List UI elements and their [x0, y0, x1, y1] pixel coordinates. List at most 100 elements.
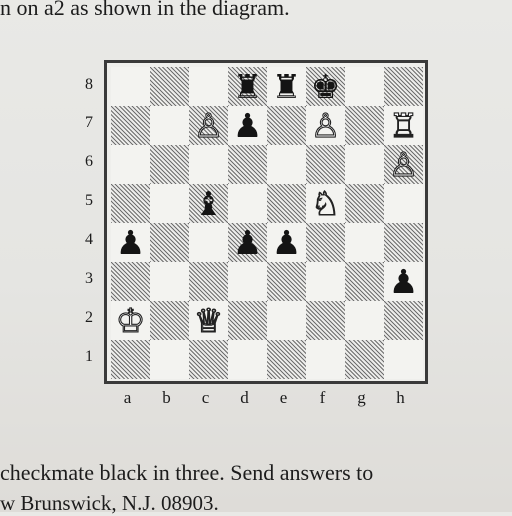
- square-f7[interactable]: ♙: [306, 106, 345, 145]
- square-e1[interactable]: [267, 340, 306, 379]
- file-label: e: [279, 388, 288, 407]
- black-pawn-icon[interactable]: ♟: [271, 223, 302, 262]
- square-b6[interactable]: [150, 145, 189, 184]
- square-g2[interactable]: [345, 301, 384, 340]
- square-b2[interactable]: [150, 301, 189, 340]
- black-rook-icon[interactable]: ♜: [271, 67, 302, 106]
- square-b1[interactable]: [150, 340, 189, 379]
- square-f3[interactable]: [306, 262, 345, 301]
- rank-labels: 8 7 6 5 4 3 2 1: [78, 60, 100, 384]
- file-label: h: [396, 388, 405, 407]
- square-g8[interactable]: [345, 67, 384, 106]
- white-rook-icon[interactable]: ♖: [388, 106, 419, 145]
- square-a6[interactable]: [111, 145, 150, 184]
- file-label: f: [319, 388, 326, 407]
- square-c3[interactable]: [189, 262, 228, 301]
- chess-board-frame: ♜♜♚♙♟♙♖♙♝♘♟♟♟♟♔♕: [104, 60, 428, 384]
- square-g1[interactable]: [345, 340, 384, 379]
- white-pawn-icon[interactable]: ♙: [388, 145, 419, 184]
- caption-top-line: n on a2 as shown in the diagram.: [0, 0, 290, 20]
- square-a5[interactable]: [111, 184, 150, 223]
- black-pawn-icon[interactable]: ♟: [232, 223, 263, 262]
- square-b7[interactable]: [150, 106, 189, 145]
- square-d5[interactable]: [228, 184, 267, 223]
- rank-label: 7: [85, 114, 93, 131]
- rank-label: 5: [85, 192, 93, 209]
- square-d3[interactable]: [228, 262, 267, 301]
- square-f2[interactable]: [306, 301, 345, 340]
- square-h2[interactable]: [384, 301, 423, 340]
- rank-label: 2: [85, 309, 93, 326]
- square-d1[interactable]: [228, 340, 267, 379]
- square-a1[interactable]: [111, 340, 150, 379]
- square-a7[interactable]: [111, 106, 150, 145]
- square-e5[interactable]: [267, 184, 306, 223]
- square-b8[interactable]: [150, 67, 189, 106]
- square-a4[interactable]: ♟: [111, 223, 150, 262]
- square-c6[interactable]: [189, 145, 228, 184]
- rank-label: 3: [85, 270, 93, 287]
- black-bishop-icon[interactable]: ♝: [193, 184, 224, 223]
- rank-label: 8: [85, 76, 93, 93]
- rank-label: 6: [85, 153, 93, 170]
- file-label: a: [123, 388, 132, 407]
- square-b5[interactable]: [150, 184, 189, 223]
- square-f4[interactable]: [306, 223, 345, 262]
- square-h5[interactable]: [384, 184, 423, 223]
- square-a3[interactable]: [111, 262, 150, 301]
- square-c4[interactable]: [189, 223, 228, 262]
- square-e7[interactable]: [267, 106, 306, 145]
- square-d7[interactable]: ♟: [228, 106, 267, 145]
- white-pawn-icon[interactable]: ♙: [193, 106, 224, 145]
- file-label: d: [240, 388, 249, 407]
- square-h1[interactable]: [384, 340, 423, 379]
- square-f1[interactable]: [306, 340, 345, 379]
- file-label: g: [357, 388, 366, 407]
- black-pawn-icon[interactable]: ♟: [115, 223, 146, 262]
- square-g3[interactable]: [345, 262, 384, 301]
- file-label: c: [201, 388, 210, 407]
- black-pawn-icon[interactable]: ♟: [232, 106, 263, 145]
- white-pawn-icon[interactable]: ♙: [310, 106, 341, 145]
- square-d6[interactable]: [228, 145, 267, 184]
- white-queen-icon[interactable]: ♕: [193, 301, 224, 340]
- square-c7[interactable]: ♙: [189, 106, 228, 145]
- square-c2[interactable]: ♕: [189, 301, 228, 340]
- square-c8[interactable]: [189, 67, 228, 106]
- square-g4[interactable]: [345, 223, 384, 262]
- square-h4[interactable]: [384, 223, 423, 262]
- square-d2[interactable]: [228, 301, 267, 340]
- square-e6[interactable]: [267, 145, 306, 184]
- caption-bottom-line-2: w Brunswick, N.J. 08903.: [0, 491, 219, 515]
- square-b3[interactable]: [150, 262, 189, 301]
- square-g5[interactable]: [345, 184, 384, 223]
- square-b4[interactable]: [150, 223, 189, 262]
- file-label: b: [162, 388, 171, 407]
- white-king-icon[interactable]: ♔: [115, 301, 146, 340]
- chess-board: ♜♜♚♙♟♙♖♙♝♘♟♟♟♟♔♕: [111, 67, 423, 379]
- square-e4[interactable]: ♟: [267, 223, 306, 262]
- square-e3[interactable]: [267, 262, 306, 301]
- black-pawn-icon[interactable]: ♟: [388, 262, 419, 301]
- square-e2[interactable]: [267, 301, 306, 340]
- square-d8[interactable]: ♜: [228, 67, 267, 106]
- square-h7[interactable]: ♖: [384, 106, 423, 145]
- square-h6[interactable]: ♙: [384, 145, 423, 184]
- white-knight-icon[interactable]: ♘: [310, 184, 341, 223]
- rank-label: 4: [85, 231, 93, 248]
- square-c1[interactable]: [189, 340, 228, 379]
- square-f5[interactable]: ♘: [306, 184, 345, 223]
- square-g6[interactable]: [345, 145, 384, 184]
- black-rook-icon[interactable]: ♜: [232, 67, 263, 106]
- square-e8[interactable]: ♜: [267, 67, 306, 106]
- square-g7[interactable]: [345, 106, 384, 145]
- square-h3[interactable]: ♟: [384, 262, 423, 301]
- black-king-icon[interactable]: ♚: [310, 67, 341, 106]
- square-a8[interactable]: [111, 67, 150, 106]
- square-f6[interactable]: [306, 145, 345, 184]
- square-c5[interactable]: ♝: [189, 184, 228, 223]
- square-d4[interactable]: ♟: [228, 223, 267, 262]
- square-h8[interactable]: [384, 67, 423, 106]
- square-a2[interactable]: ♔: [111, 301, 150, 340]
- square-f8[interactable]: ♚: [306, 67, 345, 106]
